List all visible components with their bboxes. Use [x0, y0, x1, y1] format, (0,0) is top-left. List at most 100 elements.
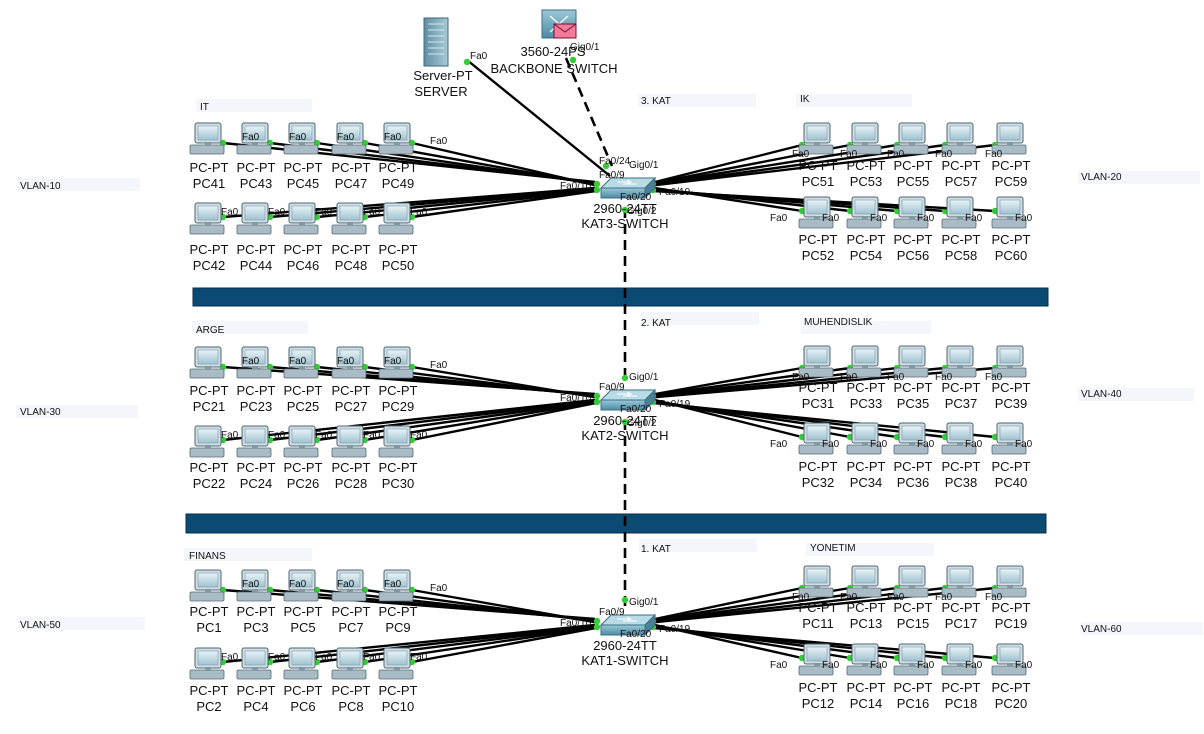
pc-pc33-icon[interactable]	[846, 345, 882, 378]
pc-pc10-icon[interactable]	[378, 647, 414, 680]
pc-pc14-icon[interactable]	[846, 643, 882, 676]
pc-pc57-icon[interactable]	[941, 122, 977, 155]
pc-link[interactable]	[411, 190, 596, 219]
pc-link[interactable]	[654, 402, 996, 439]
pc-link[interactable]	[269, 399, 596, 442]
pc-pc7-icon[interactable]	[331, 569, 367, 602]
pc-pc49-icon[interactable]	[378, 122, 414, 155]
pc-link[interactable]	[654, 143, 803, 184]
pc-pc30-icon[interactable]	[378, 425, 414, 458]
pc-link[interactable]	[654, 143, 996, 187]
server-icon[interactable]	[423, 17, 449, 67]
kat1-switch-icon[interactable]	[599, 613, 657, 637]
pc-pc4-icon[interactable]	[236, 647, 272, 680]
pc-pc54-icon[interactable]	[846, 196, 882, 229]
pc-pc50-icon[interactable]	[378, 202, 414, 235]
pc-pc36-icon[interactable]	[893, 422, 929, 455]
pc-link[interactable]	[222, 186, 596, 219]
pc-pc34-icon[interactable]	[846, 422, 882, 455]
pc-pc39-icon[interactable]	[991, 345, 1027, 378]
pc-pc56-icon[interactable]	[893, 196, 929, 229]
pc-pc42-icon[interactable]	[189, 202, 225, 235]
pc-pc22-icon[interactable]	[189, 425, 225, 458]
pc-pc51-icon[interactable]	[798, 122, 834, 155]
pc-link[interactable]	[411, 627, 596, 664]
pc-pc9-icon[interactable]	[378, 569, 414, 602]
pc-pc60-icon[interactable]	[991, 196, 1027, 229]
pc-model-label: PC-PT	[847, 459, 886, 474]
pc-pc25-icon[interactable]	[283, 346, 319, 379]
pc-pc44-icon[interactable]	[236, 202, 272, 235]
pc-pc18-icon[interactable]	[941, 643, 977, 676]
pc-link[interactable]	[411, 402, 596, 442]
pc-link[interactable]	[222, 398, 596, 442]
pc-pc24-icon[interactable]	[236, 425, 272, 458]
pc-pc29-icon[interactable]	[378, 346, 414, 379]
pc-port-label: Fa0	[289, 132, 307, 143]
pc-link[interactable]	[411, 141, 596, 187]
pc-pc2-icon[interactable]	[189, 647, 225, 680]
pc-pc58-icon[interactable]	[941, 196, 977, 229]
pc-pc52-icon[interactable]	[798, 196, 834, 229]
pc-link[interactable]	[411, 588, 596, 624]
kat3-switch-icon[interactable]	[599, 176, 657, 200]
pc-link[interactable]	[269, 624, 596, 664]
pc-pc16-icon[interactable]	[893, 643, 929, 676]
pc-pc1-icon[interactable]	[189, 569, 225, 602]
pc-pc40-icon[interactable]	[991, 422, 1027, 455]
pdu-envelope-icon[interactable]	[553, 23, 577, 39]
pc-link[interactable]	[411, 365, 596, 399]
pc-pc32-icon[interactable]	[798, 422, 834, 455]
pc-pc47-icon[interactable]	[331, 122, 367, 155]
pc-pc21-icon[interactable]	[189, 346, 225, 379]
pc-pc46-icon[interactable]	[283, 202, 319, 235]
pc-pc35-icon[interactable]	[893, 345, 929, 378]
pc-pc45-icon[interactable]	[283, 122, 319, 155]
pc-model-label: PC-PT	[992, 459, 1031, 474]
pc-link[interactable]	[654, 586, 803, 621]
label-background-box	[1081, 622, 1203, 635]
pc-pc38-icon[interactable]	[941, 422, 977, 455]
pc-pc48-icon[interactable]	[331, 202, 367, 235]
pc-pc12-icon[interactable]	[798, 643, 834, 676]
pc-pc19-icon[interactable]	[991, 565, 1027, 598]
pc-model-label: PC-PT	[379, 242, 418, 257]
pc-link[interactable]	[269, 187, 596, 219]
pc-link[interactable]	[654, 627, 996, 660]
pc-pc37-icon[interactable]	[941, 345, 977, 378]
pc-pc20-icon[interactable]	[991, 643, 1027, 676]
server-to-kat3-link[interactable]	[466, 59, 611, 177]
label-background-box	[196, 99, 312, 112]
pc-pc31-icon[interactable]	[798, 345, 834, 378]
switch-port-label: Fa0/9	[599, 170, 625, 181]
pc-name-label: PC47	[335, 176, 368, 191]
kat2-switch-icon[interactable]	[599, 388, 657, 412]
pc-link[interactable]	[654, 586, 996, 624]
pc-pc55-icon[interactable]	[893, 122, 929, 155]
pc-link[interactable]	[222, 623, 596, 664]
pc-pc8-icon[interactable]	[331, 647, 367, 680]
pc-pc17-icon[interactable]	[941, 565, 977, 598]
pc-port-label: Fa0	[221, 430, 239, 441]
pc-pc43-icon[interactable]	[236, 122, 272, 155]
pc-pc6-icon[interactable]	[283, 647, 319, 680]
pc-link[interactable]	[654, 366, 996, 399]
backbone-to-kat3-link[interactable]	[564, 57, 614, 167]
pc-link[interactable]	[654, 366, 803, 396]
pc-pc28-icon[interactable]	[331, 425, 367, 458]
pc-pc23-icon[interactable]	[236, 346, 272, 379]
pc-pc3-icon[interactable]	[236, 569, 272, 602]
pc-pc15-icon[interactable]	[893, 565, 929, 598]
pc-pc11-icon[interactable]	[798, 565, 834, 598]
multilayer-switch-icon[interactable]	[541, 9, 577, 39]
pc-pc41-icon[interactable]	[189, 122, 225, 155]
pc-pc26-icon[interactable]	[283, 425, 319, 458]
pc-pc13-icon[interactable]	[846, 565, 882, 598]
pc-pc5-icon[interactable]	[283, 569, 319, 602]
pc-name-label: PC7	[338, 620, 363, 635]
pc-model-label: PC-PT	[992, 232, 1031, 247]
pc-pc53-icon[interactable]	[846, 122, 882, 155]
pc-pc27-icon[interactable]	[331, 346, 367, 379]
pc-name-label: PC29	[382, 399, 415, 414]
pc-pc59-icon[interactable]	[991, 122, 1027, 155]
